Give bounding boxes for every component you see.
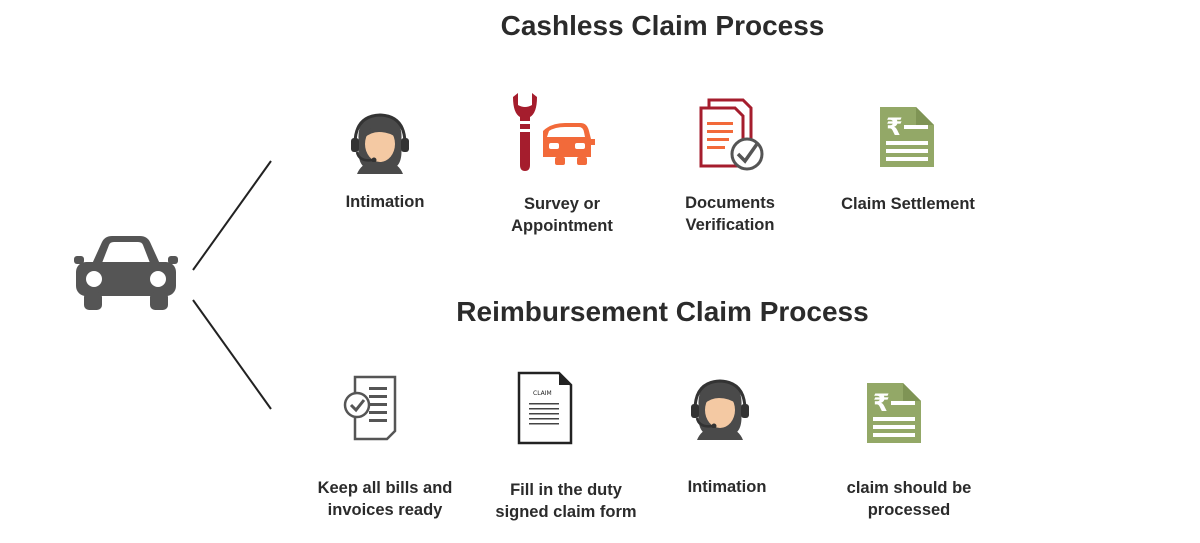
cashless-step-3-label: Documents Verification <box>685 194 775 234</box>
cashless-step-1-label: Intimation <box>345 193 425 211</box>
car-icon <box>72 234 180 312</box>
rupee-receipt-icon: ₹ <box>876 103 938 171</box>
reimbursement-step-4-label: claim should be processed <box>846 479 972 519</box>
cashless-title: Cashless Claim Process <box>500 10 825 41</box>
bill-checklist-icon <box>341 375 401 441</box>
rupee-receipt-icon: ₹ <box>863 379 925 447</box>
branch-line-cashless <box>192 160 272 271</box>
claim-form-icon: CLAIM <box>517 371 573 445</box>
svg-text:₹: ₹ <box>873 389 890 417</box>
support-agent-icon <box>349 110 411 174</box>
support-agent-icon <box>689 376 751 440</box>
document-check-icon <box>697 98 767 172</box>
reimbursement-title: Reimbursement Claim Process <box>456 296 869 327</box>
svg-text:₹: ₹ <box>886 113 903 141</box>
branch-lines <box>192 160 272 410</box>
cashless-step-4-label: Claim Settlement <box>841 195 975 213</box>
reimbursement-step-2-label: Fill in the duty signed claim form <box>495 481 637 521</box>
reimbursement-step-1-label: Keep all bills and invoices ready <box>317 479 453 519</box>
cashless-step-2-label: Survey or Appointment <box>511 195 613 235</box>
branch-line-reimbursement <box>192 299 272 410</box>
claim-form-text: CLAIM <box>533 390 552 397</box>
reimbursement-step-3-label: Intimation <box>687 478 767 496</box>
wrench-car-icon <box>511 91 597 173</box>
